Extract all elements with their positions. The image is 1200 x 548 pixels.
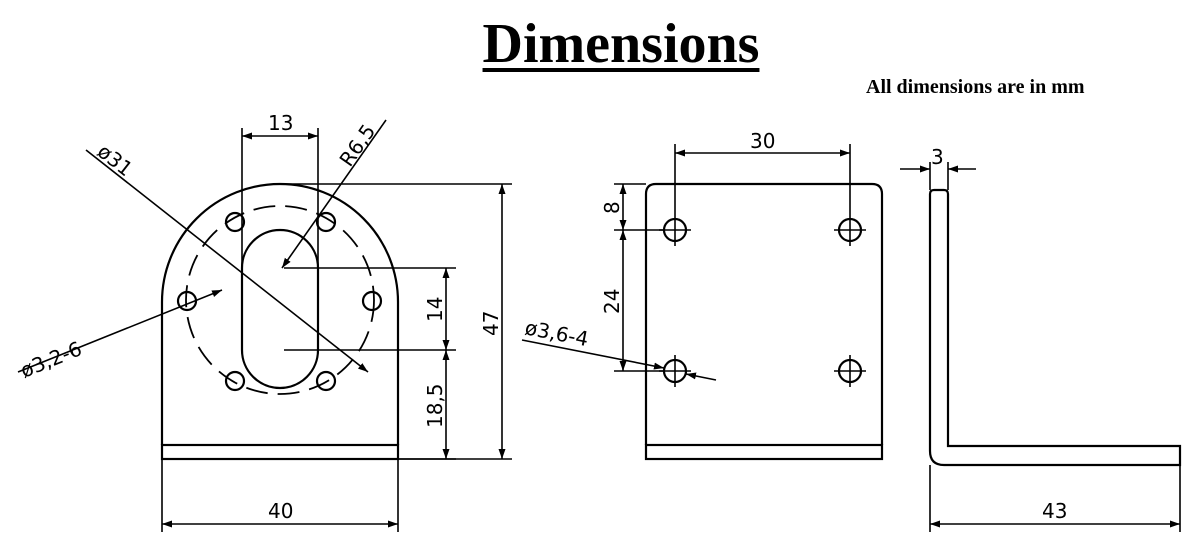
small-hole — [315, 211, 337, 233]
l-profile — [928, 188, 1182, 467]
page-title: Dimensions — [482, 13, 760, 75]
side-base-flange — [644, 443, 884, 461]
center-slot — [240, 228, 320, 390]
bolt-circle — [185, 205, 375, 395]
front-view: 13 ø31 R6,5 ø3,2-6 14 18,5 47 40 — [17, 111, 512, 532]
dim-radius: R6,5 — [334, 120, 380, 171]
small-hole — [315, 370, 337, 392]
dim-hole-spacing-y: 24 — [600, 289, 624, 314]
dim-leg-length: 43 — [1042, 499, 1067, 523]
side-outline — [644, 182, 884, 445]
dim-bottom-offset: 18,5 — [423, 383, 447, 428]
dim-small-holes: ø3,2-6 — [17, 336, 85, 382]
dim-slot-width: 13 — [268, 111, 293, 135]
small-hole — [224, 211, 246, 233]
dim-width: 40 — [268, 499, 293, 523]
dim-top-offset: 8 — [600, 201, 624, 214]
profile-view: 3 43 — [900, 145, 1182, 532]
dim-hole-spacing-x: 30 — [750, 129, 775, 153]
dim-slot-length: 14 — [423, 297, 447, 322]
dim-mount-holes: ø3,6-4 — [523, 315, 590, 351]
unit-note: All dimensions are in mm — [866, 76, 1085, 98]
front-outline — [160, 182, 400, 445]
dim-outer-diameter: ø31 — [93, 139, 137, 181]
small-hole — [224, 370, 246, 392]
dim-total-height: 47 — [479, 311, 503, 336]
dim-thickness: 3 — [931, 145, 944, 169]
front-base-flange — [160, 443, 400, 461]
small-hole — [361, 290, 383, 312]
side-view: 30 8 24 ø3,6-4 — [521, 129, 884, 461]
